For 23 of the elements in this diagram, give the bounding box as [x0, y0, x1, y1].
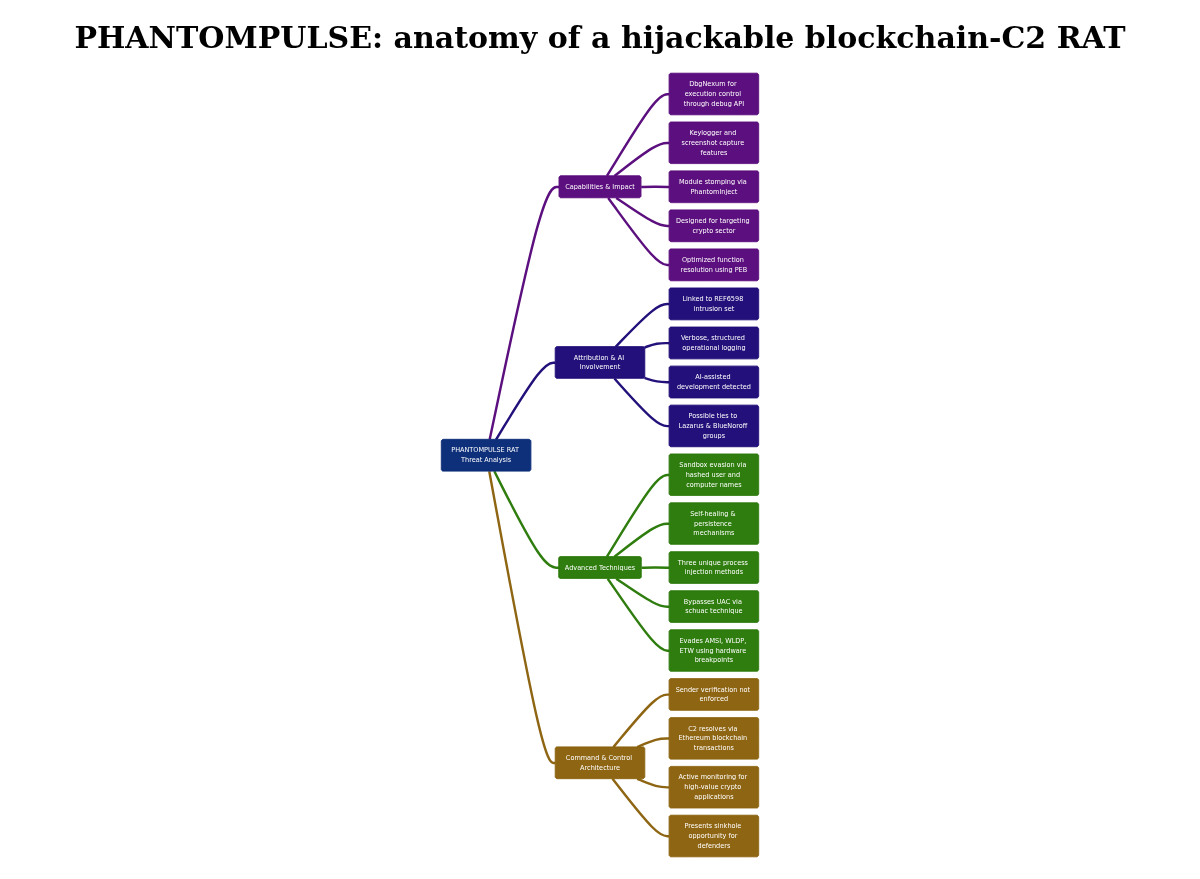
diagram-title: PHANTOMPULSE: anatomy of a hijackable blockchain-C2 RAT — [73, 20, 1127, 55]
connector — [615, 577, 670, 608]
connector — [495, 361, 556, 441]
connector — [488, 471, 556, 765]
connector — [607, 197, 670, 267]
connector — [641, 185, 670, 189]
connector — [493, 470, 559, 569]
connector — [636, 777, 670, 789]
connector — [636, 737, 670, 749]
connector — [611, 778, 670, 838]
connector — [612, 693, 670, 748]
connector — [613, 522, 670, 558]
connector — [613, 377, 670, 428]
connector — [606, 578, 670, 652]
connector — [644, 341, 670, 349]
connector — [614, 302, 670, 348]
connector — [644, 376, 670, 384]
connector — [641, 566, 670, 569]
connector — [605, 473, 670, 558]
connector — [613, 141, 670, 177]
connector — [605, 92, 670, 177]
connector — [488, 185, 560, 440]
connector — [615, 196, 670, 228]
